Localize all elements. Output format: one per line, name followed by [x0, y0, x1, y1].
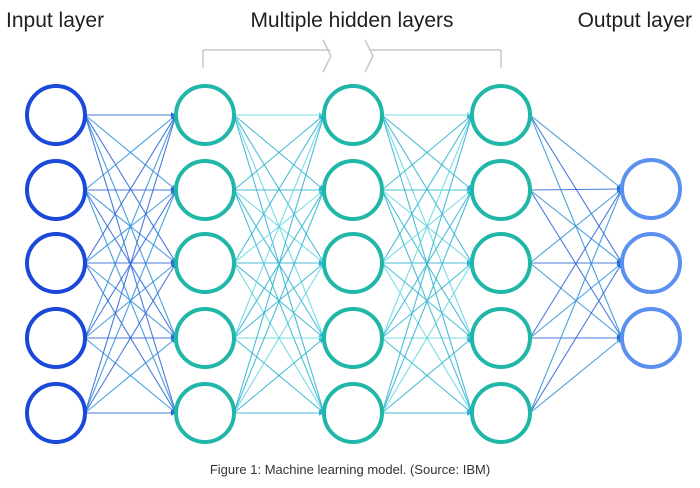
input-neuron	[25, 307, 87, 369]
connection-edge	[84, 189, 177, 414]
hidden-neuron	[470, 307, 532, 369]
connection-edge	[84, 114, 177, 339]
hidden-neuron	[322, 159, 384, 221]
output-neuron	[620, 232, 682, 294]
connection-edge	[381, 262, 473, 414]
bracket-break-right	[364, 39, 374, 73]
connection-edge	[233, 114, 325, 414]
hidden-neuron	[470, 159, 532, 221]
connection-edge	[381, 114, 473, 414]
hidden-neuron	[470, 232, 532, 294]
connection-edge	[233, 114, 325, 264]
connection-arrowhead	[319, 410, 324, 416]
hidden-neuron	[174, 159, 236, 221]
connection-edge	[84, 262, 177, 414]
bracket-break-left	[322, 39, 332, 73]
connection-edge	[233, 262, 325, 414]
connection-edge	[233, 114, 325, 339]
hidden-neuron	[322, 382, 384, 444]
input-layer-label: Input layer	[6, 9, 105, 32]
input-neuron	[25, 84, 87, 146]
hidden-neuron	[470, 382, 532, 444]
hidden-neuron	[322, 232, 384, 294]
connection-edge	[529, 188, 623, 339]
hidden-layers-label: Multiple hidden layers	[250, 9, 454, 32]
connection-edge	[233, 337, 325, 414]
connection-edge	[84, 114, 177, 191]
hidden-neuron	[174, 307, 236, 369]
output-neuron	[620, 307, 682, 369]
connection-edge	[529, 188, 623, 414]
connection-edge	[529, 114, 623, 190]
connection-edge	[381, 114, 473, 339]
connection-edge	[84, 114, 177, 264]
connection-edge	[381, 189, 473, 414]
output-layer-label: Output layer	[577, 9, 692, 32]
connection-arrowhead	[467, 410, 472, 416]
connection-edge	[84, 114, 177, 414]
hidden-neuron	[174, 382, 236, 444]
connection-arrowhead	[171, 410, 176, 416]
neurons	[25, 84, 682, 444]
connection-edge	[233, 114, 325, 191]
input-neuron	[25, 232, 87, 294]
input-neuron	[25, 382, 87, 444]
figure-caption: Figure 1: Machine learning model. (Sourc…	[209, 462, 491, 477]
connection-edge	[529, 188, 623, 191]
connection-edge	[233, 189, 325, 414]
connection-edge	[529, 337, 623, 414]
connection-edge	[381, 337, 473, 414]
hidden-layers-bracket	[202, 39, 502, 73]
connection-edge	[529, 188, 623, 264]
hidden-neuron	[174, 84, 236, 146]
input-neuron	[25, 159, 87, 221]
connection-edge	[529, 262, 623, 414]
connection-edge	[84, 337, 177, 414]
connection-edge	[381, 114, 473, 264]
connection-edge	[381, 114, 473, 191]
connections	[84, 112, 623, 416]
output-neuron	[620, 158, 682, 220]
hidden-neuron	[470, 84, 532, 146]
hidden-neuron	[322, 307, 384, 369]
hidden-neuron	[174, 232, 236, 294]
hidden-neuron	[322, 84, 384, 146]
